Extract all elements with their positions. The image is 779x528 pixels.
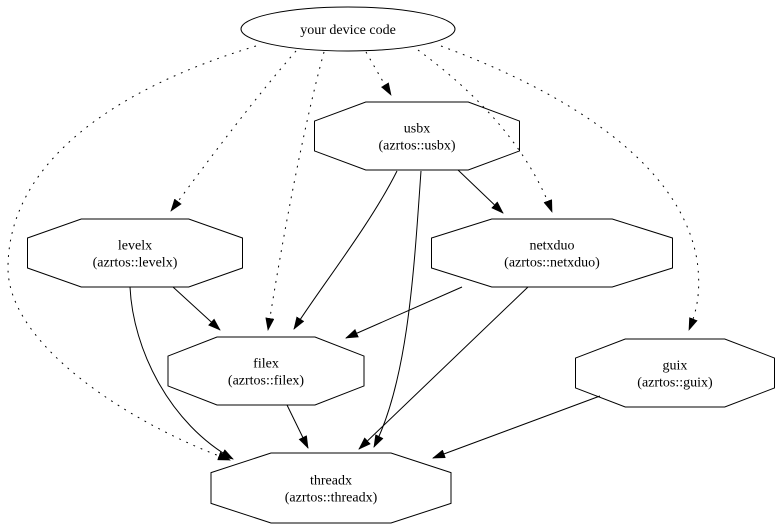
edge-your-device-code-netxduo	[417, 49, 553, 213]
node-label: (azrtos::guix)	[637, 376, 713, 391]
node-label: (azrtos::filex)	[228, 374, 305, 389]
node-label: filex	[253, 357, 279, 372]
node-label: levelx	[118, 239, 152, 254]
octagon-shape	[210, 452, 452, 524]
edge-guix-threadx	[432, 395, 601, 459]
edge-netxduo-filex	[345, 286, 463, 339]
octagon-shape	[167, 336, 365, 406]
node-label: (azrtos::threadx)	[285, 491, 378, 506]
node-threadx: threadx(azrtos::threadx)	[210, 452, 452, 524]
node-levelx: levelx(azrtos::levelx)	[27, 218, 243, 288]
edge-levelx-filex	[172, 286, 221, 331]
node-netxduo: netxduo(azrtos::netxduo)	[431, 218, 673, 288]
node-label: (azrtos::netxduo)	[504, 256, 600, 271]
node-label: usbx	[404, 122, 430, 137]
node-usbx: usbx(azrtos::usbx)	[314, 101, 520, 171]
edge-your-device-code-guix	[440, 45, 700, 331]
octagon-shape	[431, 218, 673, 288]
edge-usbx-netxduo	[457, 169, 504, 214]
node-label: netxduo	[529, 239, 574, 254]
octagon-shape	[314, 101, 520, 171]
edge-levelx-threadx	[129, 286, 234, 460]
node-guix: guix(azrtos::guix)	[575, 338, 775, 408]
node-label: guix	[663, 359, 688, 374]
node-your-device-code: your device code	[240, 6, 456, 52]
octagon-shape	[27, 218, 243, 288]
edge-your-device-code-levelx	[170, 50, 297, 212]
node-label: threadx	[310, 474, 352, 489]
edge-usbx-filex	[293, 170, 398, 330]
edge-your-device-code-usbx	[365, 51, 392, 96]
nodes-layer: your device codeusbx(azrtos::usbx)levelx…	[27, 6, 775, 524]
node-label: (azrtos::usbx)	[379, 139, 456, 154]
edge-netxduo-threadx	[358, 286, 529, 450]
node-label: your device code	[300, 23, 396, 38]
node-filex: filex(azrtos::filex)	[167, 336, 365, 406]
edges-layer	[7, 45, 700, 461]
node-label: (azrtos::levelx)	[93, 256, 178, 271]
edge-your-device-code-filex	[265, 51, 325, 331]
ellipse-shape	[240, 6, 456, 52]
edge-filex-threadx	[286, 404, 309, 449]
edge-usbx-threadx	[373, 170, 422, 448]
octagon-shape	[575, 338, 775, 408]
